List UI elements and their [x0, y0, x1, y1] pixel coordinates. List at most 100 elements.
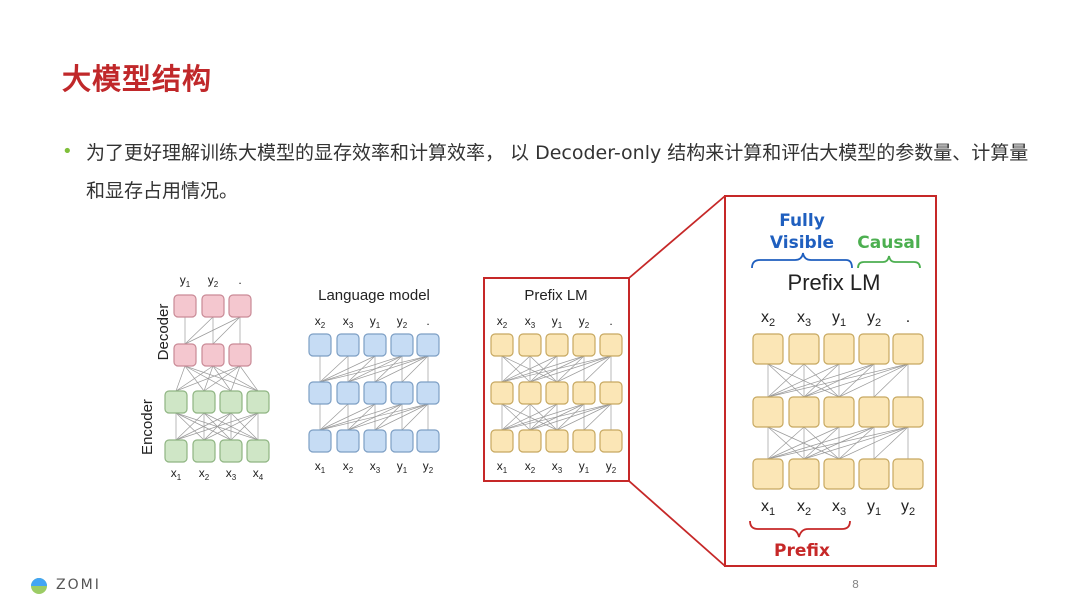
prefix-link — [501, 403, 531, 431]
prefix-output-token-3: y1 — [552, 314, 563, 330]
prefix-label: Prefix — [774, 541, 830, 561]
zoom-link — [803, 363, 909, 398]
prefix-link — [583, 355, 612, 383]
prefix-link — [501, 403, 585, 431]
lm-row1-box-1 — [308, 333, 332, 357]
encdec-input-token-1: x1 — [171, 466, 182, 482]
lm-input-token-4: y1 — [397, 459, 408, 475]
lm-row2-box-1 — [308, 381, 332, 405]
lm-link — [319, 355, 403, 383]
prefix-input-token-3: x3 — [552, 459, 563, 475]
prefix-row2-box-1 — [490, 381, 514, 405]
lm-output-token-3: y1 — [370, 314, 381, 330]
lm-link — [401, 403, 429, 431]
zoom-row3-box-4 — [858, 458, 890, 490]
prefix-row3-box-5 — [599, 429, 623, 453]
encoder-link — [175, 412, 205, 441]
zoom-link — [838, 426, 909, 460]
prefix-row3-box-4 — [572, 429, 596, 453]
bullet-marker: • — [62, 141, 73, 162]
encoder-bottom-box-1 — [164, 439, 188, 463]
encoder-bottom-box-4 — [246, 439, 270, 463]
prefix-link — [501, 403, 558, 431]
zoom-input-token-5: y2 — [901, 498, 915, 518]
lm-link — [319, 355, 349, 383]
prefix-row2-box-2 — [518, 381, 542, 405]
prefix-row1-box-1 — [490, 333, 514, 357]
prefix-row1-box-5 — [599, 333, 623, 357]
prefix-output-token-2: x3 — [525, 314, 536, 330]
zoom-row1-box-1 — [752, 333, 784, 365]
zoom-row2-box-5 — [892, 396, 924, 428]
lm-row1-box-4 — [390, 333, 414, 357]
lm-link — [319, 355, 376, 383]
prefix-row3-box-1 — [490, 429, 514, 453]
lm-row2-box-4 — [390, 381, 414, 405]
lm-input-token-2: x2 — [343, 459, 354, 475]
enc-dec-link — [212, 365, 259, 392]
lm-output-token-5: . — [426, 314, 429, 328]
encoder-link — [230, 412, 259, 441]
lm-row3-box-5 — [416, 429, 440, 453]
prefix-row1-box-3 — [545, 333, 569, 357]
lm-output-token-1: x2 — [315, 314, 326, 330]
lm-link — [347, 403, 429, 431]
lm-row2-box-3 — [363, 381, 387, 405]
zoom-row2-box-4 — [858, 396, 890, 428]
prefix-row2-box-3 — [545, 381, 569, 405]
slide-title: 大模型结构 — [62, 62, 213, 96]
lm-row3-box-4 — [390, 429, 414, 453]
lm-link — [319, 403, 429, 431]
decoder-label: Decoder — [155, 304, 172, 361]
zoom-link — [873, 363, 909, 398]
zoom-link — [767, 426, 875, 460]
decoder-link — [212, 316, 241, 345]
lm-row1-box-2 — [336, 333, 360, 357]
zoom-output-token-3: y1 — [832, 309, 846, 329]
zoom-row3-box-5 — [892, 458, 924, 490]
zoom-output-token-1: x2 — [761, 309, 775, 329]
page-number: 8 — [852, 578, 859, 591]
zoom-row3-box-1 — [752, 458, 784, 490]
fully-visible-label-line1: Fully — [779, 211, 825, 231]
encoder-top-box-2 — [192, 390, 216, 414]
lm-link — [319, 403, 403, 431]
lm-output-token-4: y2 — [397, 314, 408, 330]
lm-link — [401, 355, 429, 383]
decoder-bottom-box-2 — [201, 343, 225, 367]
prefix-input-token-2: x2 — [525, 459, 536, 475]
zoom-input-token-3: x3 — [832, 498, 846, 518]
lm-link — [374, 403, 429, 431]
prefix-link — [529, 355, 612, 383]
encoder-bottom-box-3 — [219, 439, 243, 463]
zoom-row3-box-3 — [823, 458, 855, 490]
prefix-output-token-1: x2 — [497, 314, 508, 330]
prefix-link — [556, 403, 612, 431]
lm-row1-box-5 — [416, 333, 440, 357]
fully-visible-label-line2: Visible — [770, 233, 834, 253]
prefix-highlight-frame — [483, 277, 630, 482]
lm-link — [319, 355, 429, 383]
encoder-bottom-box-2 — [192, 439, 216, 463]
prefix-link — [583, 403, 612, 431]
decoder-top-box-2 — [201, 294, 225, 318]
lm-link — [319, 403, 376, 431]
zoom-row3-box-2 — [788, 458, 820, 490]
zoom-title: Prefix LM — [788, 270, 881, 295]
zoom-row1-box-4 — [858, 333, 890, 365]
encdec-input-token-3: x3 — [226, 466, 237, 482]
encdec-input-token-2: x2 — [199, 466, 210, 482]
decoder-top-box-1 — [173, 294, 197, 318]
zoom-input-token-1: x1 — [761, 498, 775, 518]
prefix-link — [501, 355, 558, 383]
zoom-link — [838, 363, 909, 398]
prefix-row1-box-4 — [572, 333, 596, 357]
fully-visible-brace — [751, 252, 853, 269]
enc-dec-link — [184, 365, 259, 392]
enc-dec-link — [184, 365, 232, 392]
lm-row2-box-5 — [416, 381, 440, 405]
zoom-link — [873, 426, 909, 460]
decoder-link — [184, 316, 214, 345]
prefix-row2-box-5 — [599, 381, 623, 405]
